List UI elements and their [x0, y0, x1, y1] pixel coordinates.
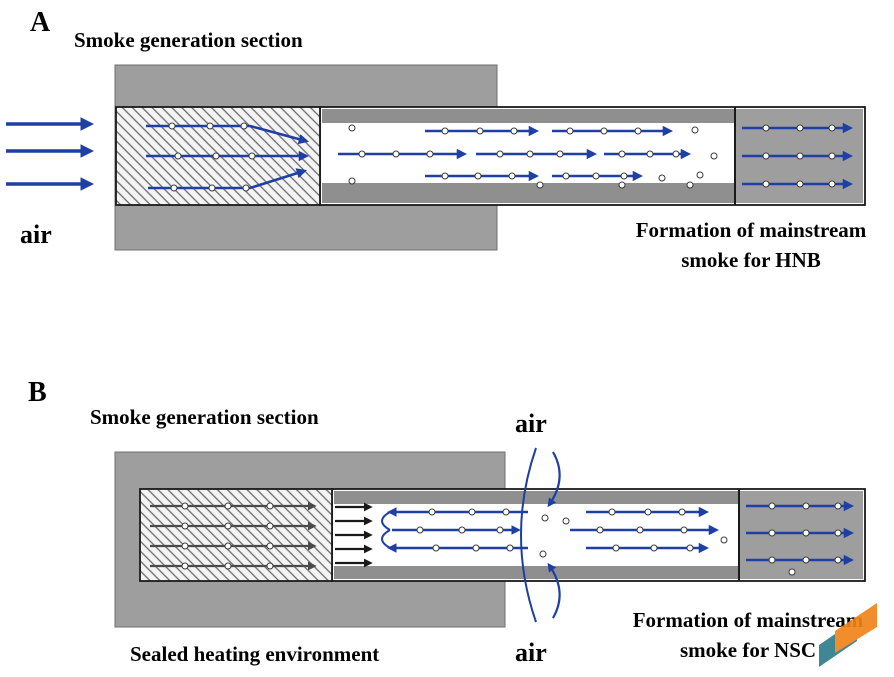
- rod-bottom-wall-b: [334, 566, 863, 579]
- filter-particles-a: [762, 124, 836, 188]
- heating-arrows-b: [150, 501, 317, 571]
- air-top-label-b: air: [515, 409, 547, 438]
- caption-a-line1: Formation of mainstream: [636, 218, 867, 242]
- caption-b-line1: Formation of mainstream: [633, 608, 864, 632]
- watermark-logo: [819, 603, 877, 667]
- caption-a-line2: smoke for HNB: [681, 248, 821, 272]
- ventilation-air-curves-b: [520, 447, 561, 623]
- filter-section-b: [739, 491, 863, 579]
- caption-b-line2: smoke for NSC: [680, 638, 816, 662]
- mainstream-particles-b: [562, 508, 728, 552]
- rod-top-wall-a: [322, 109, 863, 123]
- panel-a: A Smoke generation section air: [6, 7, 867, 272]
- sealed-tobacco-plug-b: [139, 488, 333, 582]
- filter-arrows-b: [746, 500, 855, 566]
- recirculation-particles-b: [416, 508, 549, 558]
- filter-particles-b: [768, 502, 842, 576]
- air-label-a: air: [20, 220, 52, 249]
- rod-top-wall-b: [334, 491, 863, 504]
- rod-bottom-wall-a: [322, 183, 863, 203]
- air-inlet-arrows-a: [6, 117, 95, 191]
- logo-orange-shape: [835, 603, 877, 653]
- panel-b-label: B: [28, 377, 47, 408]
- heat-transfer-arrows-b: [335, 502, 373, 568]
- panel-b-section-title: Smoke generation section: [90, 405, 319, 429]
- sealed-environment-label-b: Sealed heating environment: [130, 642, 379, 666]
- panel-a-section-title: Smoke generation section: [74, 28, 303, 52]
- panel-a-label: A: [30, 7, 51, 38]
- air-bottom-label-b: air: [515, 638, 547, 667]
- tobacco-particles-a: [168, 122, 256, 192]
- smoke-particles-a: [348, 124, 718, 189]
- tobacco-flow-arrows-a: [146, 124, 310, 190]
- panel-b: B Smoke generation section air: [28, 377, 877, 667]
- heating-particles-b: [181, 502, 274, 570]
